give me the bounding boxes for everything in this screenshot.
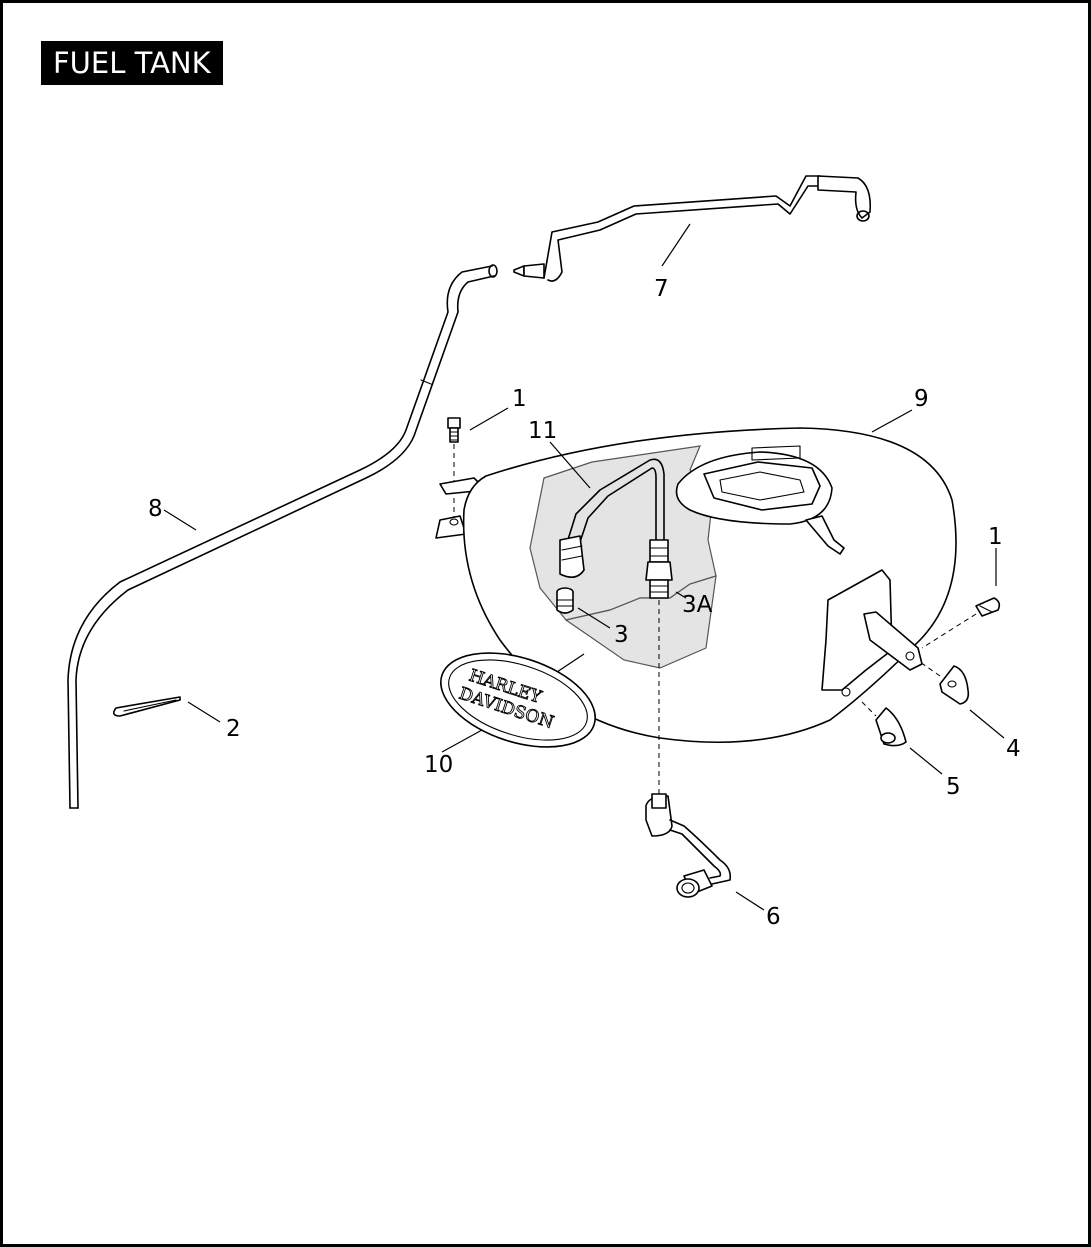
callout-5: 5 — [946, 774, 961, 800]
callout-1-left: 1 — [512, 386, 527, 412]
exploded-parts-diagram: HARLEY DAVIDSON — [67, 175, 1021, 930]
callout-9: 10 — [424, 752, 453, 778]
page-title: FUEL TANK — [41, 41, 223, 85]
callout-10: 11 — [528, 418, 557, 444]
plug-part-3 — [556, 587, 574, 614]
callout-8: 9 — [914, 386, 929, 412]
callout-labels: 7 8 1 9 11 1 3A 3 2 4 5 10 6 — [148, 276, 1021, 930]
leader-lines — [163, 223, 1005, 911]
callout-2: 2 — [226, 716, 241, 742]
grommet-part-5 — [861, 701, 907, 747]
fuel-supply-line-part-11 — [645, 793, 732, 898]
screw-part-1-right — [921, 597, 1001, 649]
vent-hose-part-7 — [67, 264, 498, 809]
fuel-tank-part-8 — [435, 427, 957, 744]
callout-7: 8 — [148, 496, 163, 522]
fuel-line-part-10 — [559, 458, 669, 578]
screw-part-1-left — [447, 417, 461, 520]
emblem-part-9: HARLEY DAVIDSON — [440, 652, 596, 748]
callout-1-right: 1 — [988, 524, 1003, 550]
callout-3: 3 — [614, 622, 629, 648]
clip-nut-part-4 — [919, 661, 970, 705]
callout-3a: 3A — [682, 592, 713, 618]
fitting-part-3a — [645, 561, 673, 796]
callout-6: 7 — [654, 276, 669, 302]
cable-strap-part-2 — [112, 696, 181, 717]
callout-4: 4 — [1006, 736, 1021, 762]
vent-line-part-6 — [513, 175, 872, 282]
callout-11: 6 — [766, 904, 781, 930]
